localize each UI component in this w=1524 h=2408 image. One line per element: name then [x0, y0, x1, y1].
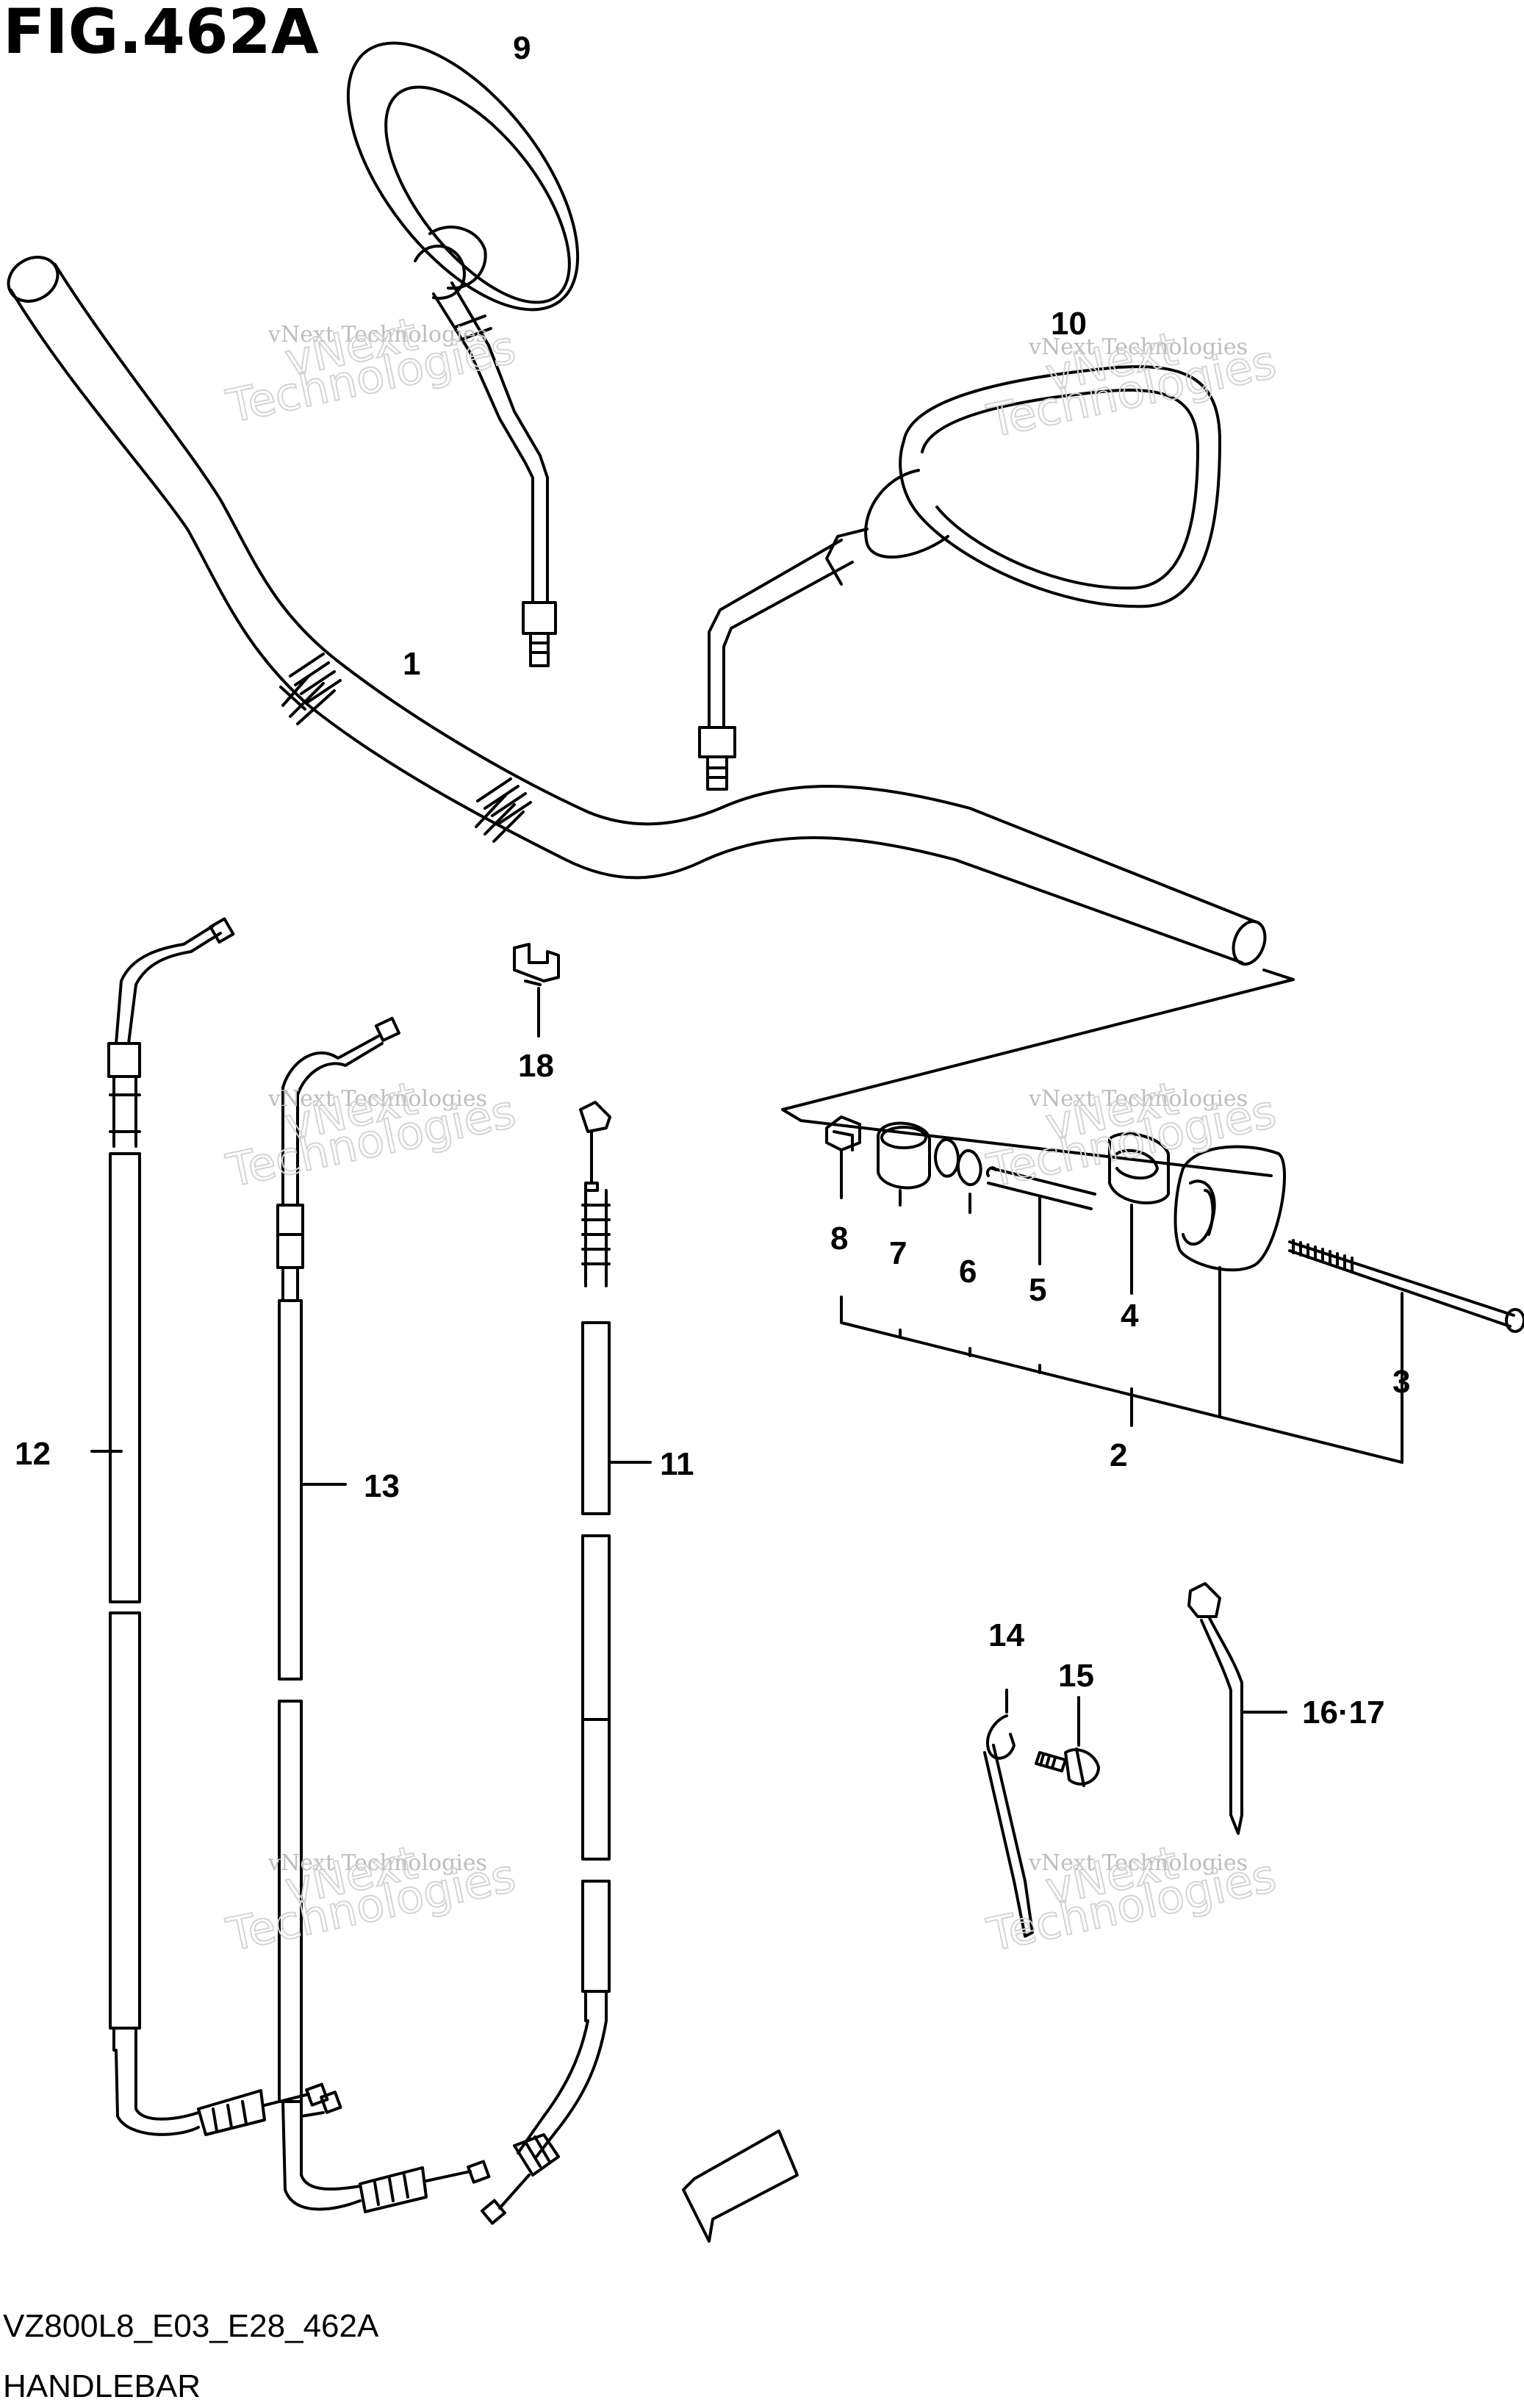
watermark-group: vNext Technologies vNext Technologies vN… [221, 306, 1282, 1963]
fwd-arrow-icon [682, 2130, 799, 2243]
callout-13: 13 [364, 1468, 400, 1504]
part-13-cable [276, 1016, 491, 2213]
callout-15: 15 [1058, 1658, 1094, 1694]
watermark-text: vNext Technologies [267, 1850, 487, 1876]
callout-4: 4 [1121, 1298, 1139, 1334]
callout-7: 7 [889, 1235, 907, 1271]
callout-5: 5 [1029, 1272, 1046, 1308]
callout-6: 6 [959, 1254, 977, 1290]
part-1-handlebar [7, 256, 1295, 1177]
watermark-text: vNext Technologies [1028, 1850, 1248, 1876]
grip-assembly [825, 1115, 1524, 1464]
part-15-bolt [1035, 1696, 1100, 1787]
callout-9: 9 [513, 30, 531, 66]
callout-3: 3 [1392, 1364, 1410, 1400]
part-18-clamp [513, 943, 560, 1038]
watermark-text: vNext Technologies [1028, 334, 1248, 360]
figure-title: FIG.462A [3, 0, 319, 68]
callout-16-17: 16·17 [1302, 1694, 1385, 1730]
callout-11: 11 [660, 1446, 694, 1482]
part-9-left-mirror [346, 41, 580, 667]
part-10-right-mirror [698, 365, 1221, 791]
watermark-text: vNext Technologies [1028, 1086, 1248, 1112]
callout-10: 10 [1051, 306, 1087, 342]
part-11-cable [480, 1101, 652, 2225]
watermark-text: vNext Technologies [267, 1086, 487, 1112]
part-14-bracket [983, 1689, 1034, 1938]
callout-8: 8 [830, 1221, 848, 1257]
fwd-label: FWD [705, 2161, 779, 2221]
figure-code: VZ800L8_E03_E28_462A [3, 2308, 379, 2344]
callout-12: 12 [15, 1436, 51, 1472]
callout-1: 1 [403, 646, 420, 682]
callout-2: 2 [1110, 1437, 1127, 1473]
callout-14: 14 [988, 1617, 1024, 1653]
figure-name: HANDLEBAR [3, 2368, 201, 2404]
part-16-17-cable-tie [1187, 1582, 1287, 1835]
watermark-text: vNext Technologies [267, 322, 487, 348]
callout-18: 18 [518, 1048, 554, 1084]
